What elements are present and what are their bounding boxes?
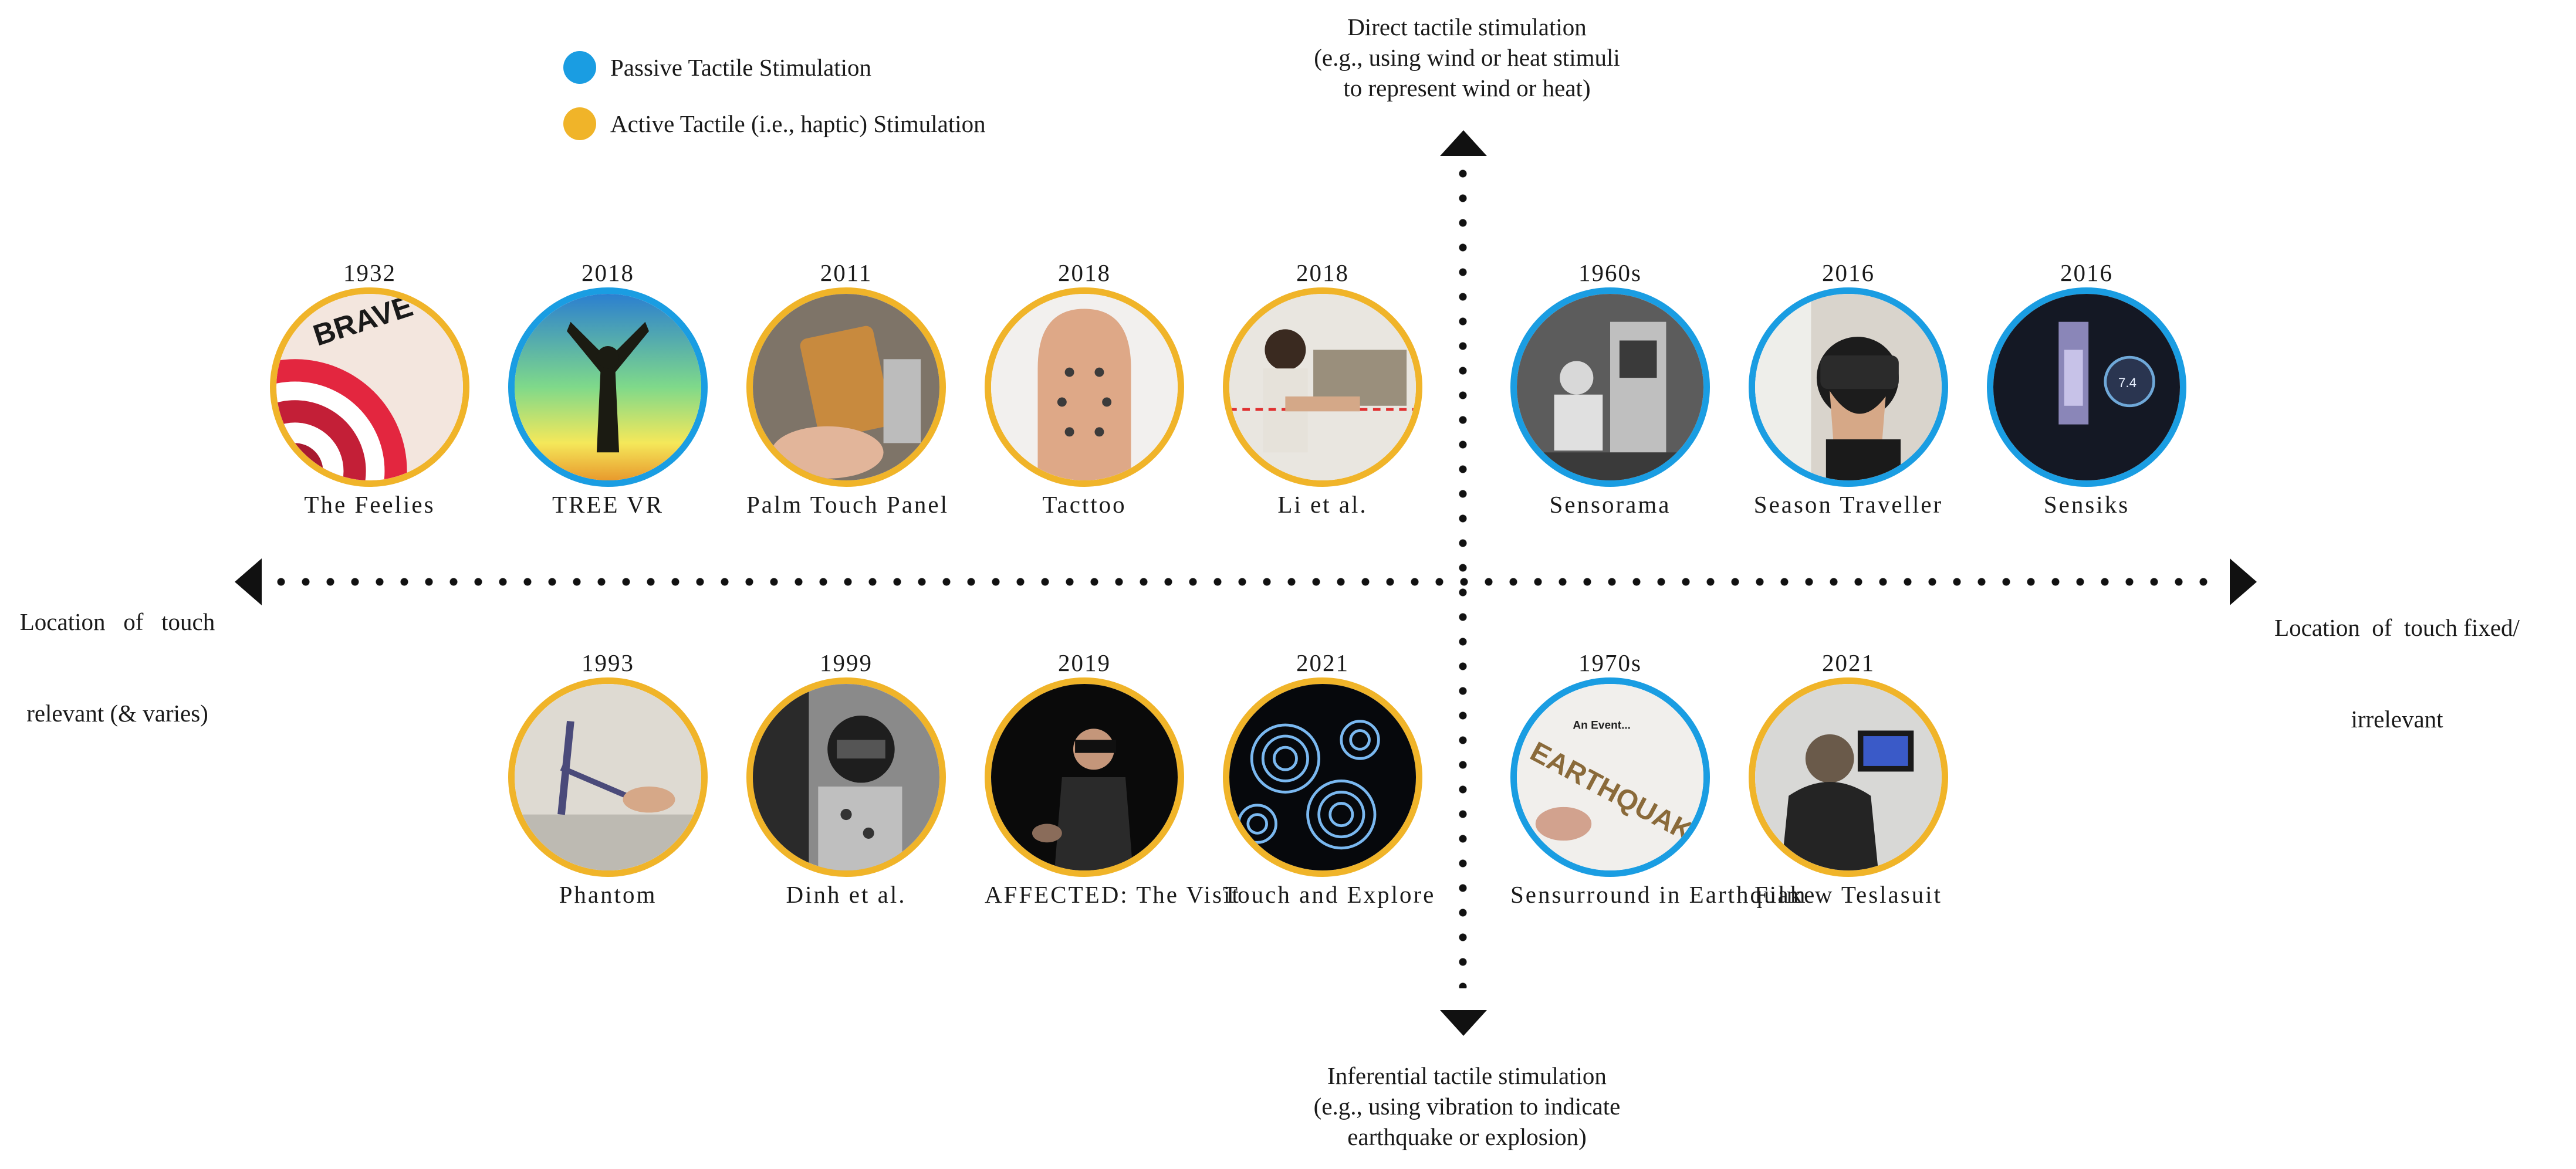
example-thumbnail: An Event... EARTHQUAKE <box>1510 677 1710 877</box>
legend: Passive Tactile Stimulation Active Tacti… <box>563 47 986 160</box>
example-thumbnail <box>1223 287 1422 487</box>
axis-label-top: Direct tactile stimulation (e.g., using … <box>1285 12 1649 103</box>
axis-label-top-line: to represent wind or heat) <box>1343 74 1591 101</box>
axis-label-bottom: Inferential tactile stimulation (e.g., u… <box>1267 1060 1666 1152</box>
axis-label-top-line: Direct tactile stimulation <box>1347 13 1587 40</box>
example-name: Sensorama <box>1549 491 1671 518</box>
example-year: 1970s <box>1578 649 1642 676</box>
example-tree-vr: 2018 TREE VR <box>508 258 708 519</box>
example-year: 2011 <box>820 259 873 286</box>
example-year: 1993 <box>582 649 634 676</box>
example-sensorama: 1960s Sensorama <box>1510 258 1710 519</box>
example-affected-the-visit: 2019 AFFECTED: The Visit <box>985 648 1240 909</box>
example-year: 2018 <box>582 259 634 286</box>
example-thumbnail: 7.4 <box>1987 287 2186 487</box>
example-year: 1932 <box>343 259 396 286</box>
example-li-et-al: 2018 Li et al. <box>1223 258 1422 519</box>
axis-label-right: Location of touch fixed/ irrelevant <box>2230 551 2564 765</box>
axis-label-top-line: (e.g., using wind or heat stimuli <box>1314 44 1620 71</box>
example-year: 2019 <box>1058 649 1111 676</box>
arrow-left-icon <box>235 558 262 605</box>
example-name: Palm Touch Panel <box>746 491 949 518</box>
example-name: Sensurround in Earthquake <box>1510 881 1817 908</box>
active-dot-icon <box>563 107 596 140</box>
example-name: Film w Teslasuit <box>1754 881 1942 908</box>
axis-label-left: Location of touch relevant (& varies) <box>6 545 229 759</box>
example-name: TREE VR <box>552 491 664 518</box>
example-thumbnail <box>985 677 1184 877</box>
example-thumbnail <box>746 677 946 877</box>
example-name: Dinh et al. <box>786 881 907 908</box>
example-thumbnail <box>508 287 708 487</box>
axis-label-left-line: Location of touch <box>19 608 215 635</box>
legend-passive: Passive Tactile Stimulation <box>563 47 986 88</box>
legend-active-label: Active Tactile (i.e., haptic) Stimulatio… <box>610 110 986 137</box>
svg-text:An Event...: An Event... <box>1573 719 1631 731</box>
example-name: Tacttoo <box>1042 491 1127 518</box>
example-sensurround-in-earthquake: 1970s An Event... EARTHQUAKE Sensurround… <box>1510 648 1817 909</box>
example-tacttoo: 2018 Tacttoo <box>985 258 1184 519</box>
example-name: Season Traveller <box>1753 491 1943 518</box>
example-thumbnail <box>1510 287 1710 487</box>
example-year: 2018 <box>1058 259 1111 286</box>
example-thumbnail <box>1223 677 1422 877</box>
arrow-down-icon <box>1440 1010 1487 1036</box>
example-dinh-et-al: 1999 Dinh et al. <box>746 648 946 909</box>
arrow-right-icon <box>2230 558 2257 605</box>
example-name: Phantom <box>559 881 657 908</box>
legend-active: Active Tactile (i.e., haptic) Stimulatio… <box>563 103 986 144</box>
axis-label-right-line: Location of touch fixed/ <box>2274 614 2520 641</box>
passive-dot-icon <box>563 51 596 84</box>
axis-label-right-line: irrelevant <box>2351 706 2443 733</box>
example-year: 2016 <box>1822 259 1875 286</box>
example-name: The Feelies <box>304 491 435 518</box>
example-thumbnail <box>746 287 946 487</box>
example-year: 2021 <box>1822 649 1875 676</box>
vertical-dotted-axis <box>1459 161 1467 988</box>
axis-label-left-line: relevant (& varies) <box>26 700 208 727</box>
example-name: Sensiks <box>2043 491 2130 518</box>
example-the-feelies: 1932 BRAVE NEW WORLD The Feelies <box>270 258 469 519</box>
example-thumbnail <box>1749 287 1948 487</box>
svg-text:7.4: 7.4 <box>2118 375 2136 390</box>
example-name: Li et al. <box>1277 491 1368 518</box>
example-year: 1999 <box>820 649 873 676</box>
example-year: 1960s <box>1578 259 1642 286</box>
example-thumbnail <box>1749 677 1948 877</box>
legend-passive-label: Passive Tactile Stimulation <box>610 54 872 81</box>
example-year: 2021 <box>1296 649 1349 676</box>
example-year: 2018 <box>1296 259 1349 286</box>
example-thumbnail <box>508 677 708 877</box>
example-name: Touch and Explore <box>1223 881 1436 908</box>
example-name: AFFECTED: The Visit <box>985 881 1240 908</box>
horizontal-dotted-axis <box>269 578 2218 586</box>
axis-label-bottom-line: (e.g., using vibration to indicate <box>1313 1093 1621 1120</box>
arrow-up-icon <box>1440 130 1487 156</box>
example-palm-touch-panel: 2011 Palm Touch Panel <box>746 258 949 519</box>
example-season-traveller: 2016 Season Traveller <box>1749 258 1948 519</box>
example-phantom: 1993 Phantom <box>508 648 708 909</box>
example-thumbnail <box>985 287 1184 487</box>
example-sensiks: 2016 7.4 Sensiks <box>1987 258 2186 519</box>
example-thumbnail: BRAVE NEW WORLD <box>270 287 469 487</box>
axis-label-bottom-line: Inferential tactile stimulation <box>1327 1062 1607 1089</box>
example-touch-and-explore: 2021 Touch and Explore <box>1223 648 1436 909</box>
example-film-w-teslasuit: 2021 Film w Teslasuit <box>1749 648 1948 909</box>
axis-label-bottom-line: earthquake or explosion) <box>1347 1123 1587 1150</box>
example-year: 2016 <box>2060 259 2113 286</box>
